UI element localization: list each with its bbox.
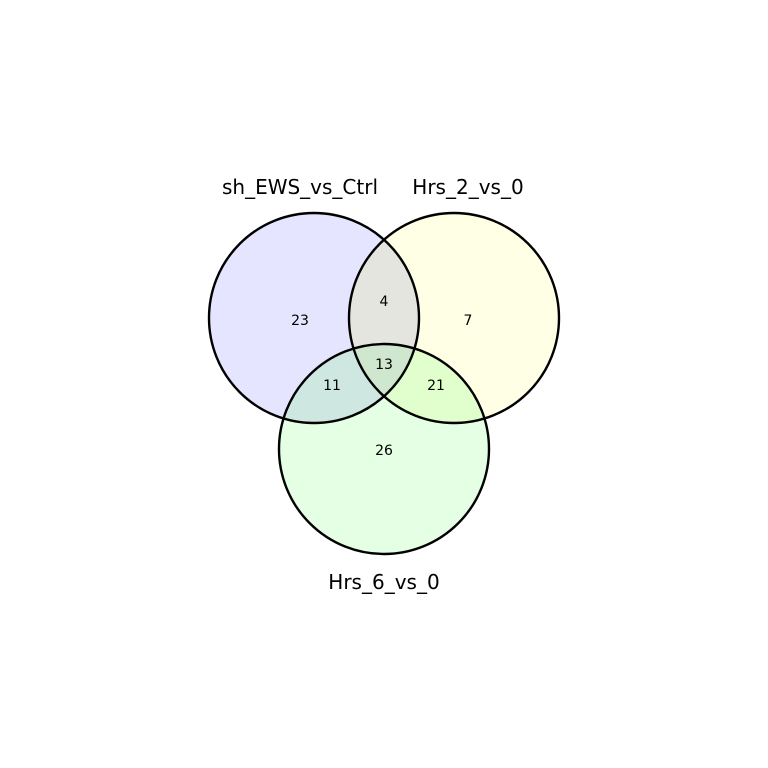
region-a-only-count: 23 <box>291 313 309 329</box>
set-c-circle <box>277 342 491 556</box>
set-a-circle <box>207 211 421 425</box>
overlap-bc-fill <box>349 344 489 423</box>
set-a-label: sh_EWS_vs_Ctrl <box>222 175 378 199</box>
region-c-only-count: 26 <box>375 443 393 459</box>
region-ac-count: 11 <box>323 378 341 394</box>
region-bc-count: 21 <box>427 378 445 394</box>
region-ab-count: 4 <box>380 294 389 310</box>
set-b-label: Hrs_2_vs_0 <box>412 175 523 199</box>
set-c-label: Hrs_6_vs_0 <box>328 570 439 594</box>
region-b-only-count: 7 <box>464 313 473 329</box>
overlap-ac-fill <box>279 344 419 423</box>
set-b-circle <box>347 211 561 425</box>
region-abc-count: 13 <box>375 357 393 373</box>
